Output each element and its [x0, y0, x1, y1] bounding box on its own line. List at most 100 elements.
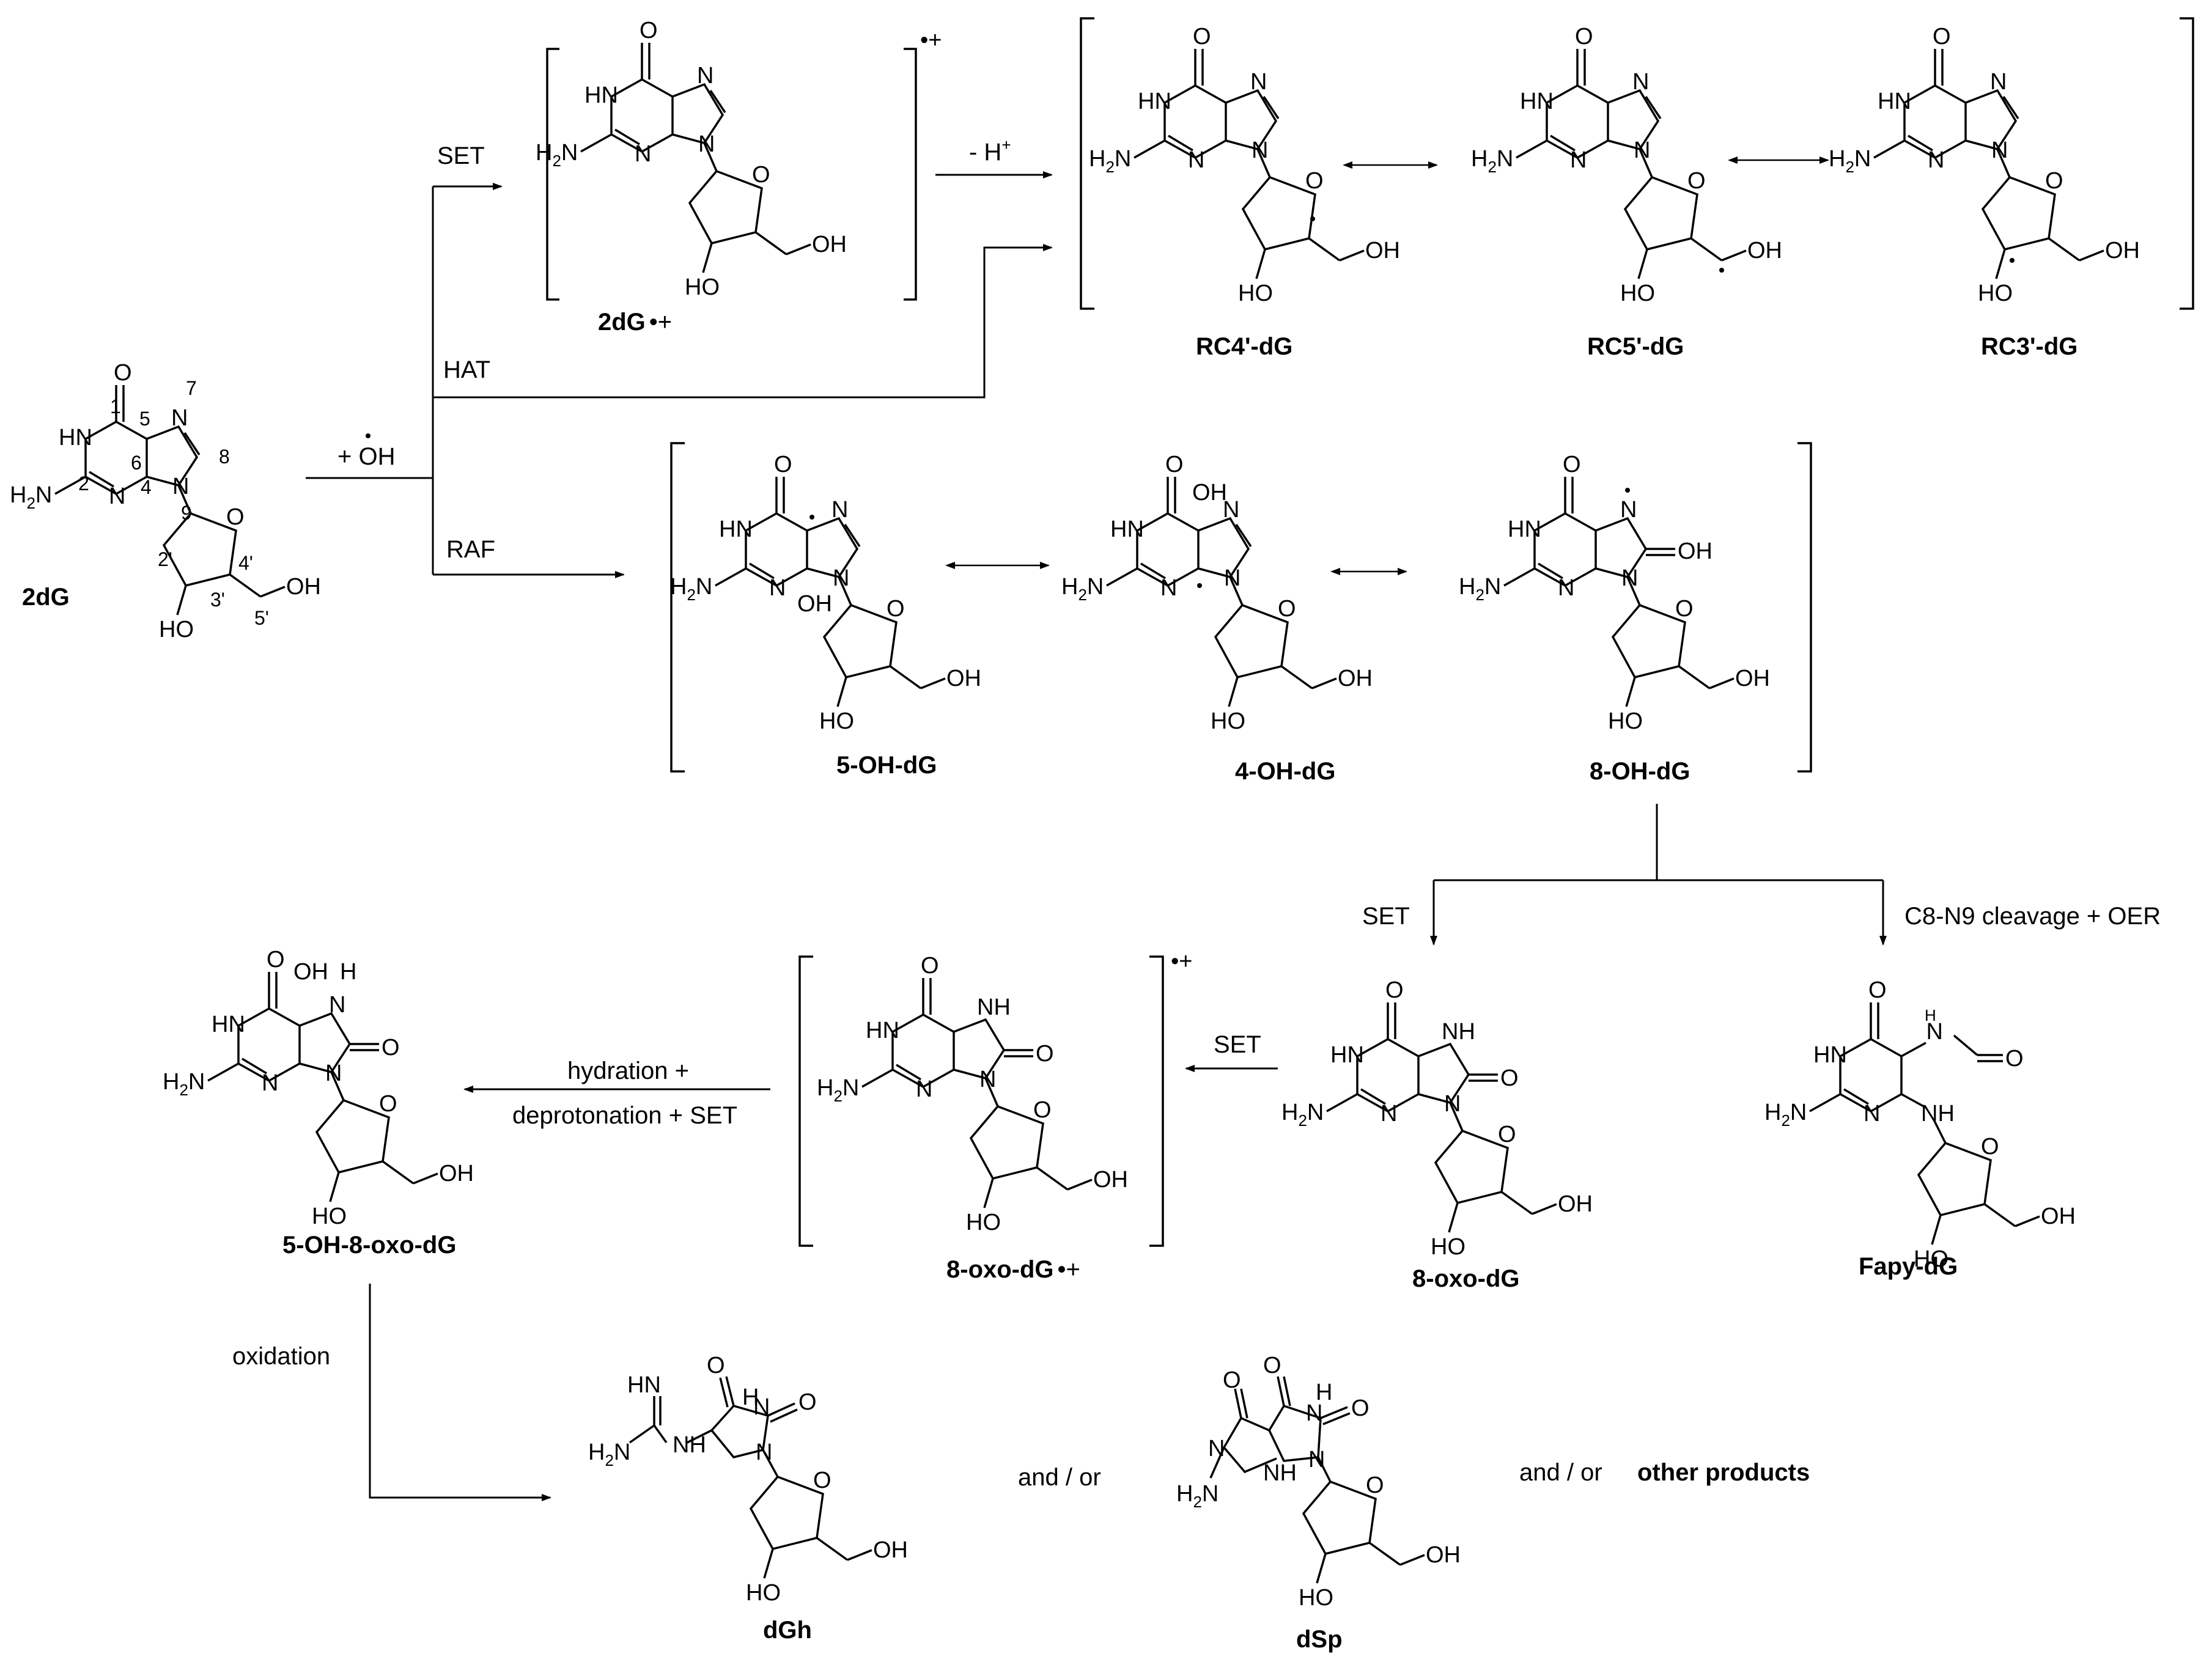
atom-n: N [1306, 1400, 1322, 1426]
atom-o-ring: O [1498, 1122, 1516, 1147]
atom-h2n: H2N [1459, 574, 1501, 604]
label-cleavage: C8-N9 cleavage + OER [1904, 903, 2161, 930]
atom-nh: NH [1263, 1460, 1297, 1486]
atom-o: O [1933, 24, 1951, 50]
atom-h2n: H2N [10, 482, 52, 512]
atom-n-ring: N [1308, 1447, 1325, 1473]
label-8-OH: 8-OH-dG [1590, 758, 1690, 785]
atom-n7: N [1223, 497, 1239, 523]
atom-oh: OH [1093, 1167, 1128, 1193]
atom-o: O [114, 360, 132, 386]
label-RC5: RC5'-dG [1587, 333, 1684, 360]
atom-n: N [1160, 575, 1177, 601]
atom-h2n: H2N [817, 1075, 859, 1105]
atom-ho: HO [966, 1210, 1001, 1235]
atom-hn: HN [866, 1018, 899, 1043]
atom-ho: HO [1978, 281, 2013, 306]
atom-ho: HO [685, 274, 720, 300]
atom-oh: OH [1747, 238, 1782, 263]
atom-o8: O [1036, 1041, 1054, 1067]
atom-hn: HN [1138, 89, 1171, 114]
atom-o-ring: O [813, 1468, 831, 1493]
arrows [306, 171, 1887, 1501]
atom-nh7: NH [977, 995, 1011, 1020]
atom-o-ring: O [1981, 1134, 1999, 1160]
bracket-left [670, 442, 685, 773]
atom-n: N [1558, 575, 1574, 601]
label-deprotonation-set: deprotonation + SET [512, 1102, 737, 1129]
atom-hn: HN [212, 1012, 245, 1037]
atom-o2: O [1351, 1395, 1370, 1421]
bracket-left [546, 48, 559, 301]
atom-ho: HO [1299, 1585, 1333, 1611]
atom-n7: N [171, 405, 188, 431]
atom-h2n: H2N [1061, 574, 1104, 604]
atom-ho: HO [1211, 708, 1245, 734]
atom-n-imid: N [1208, 1436, 1225, 1462]
atom-o-ring: O [887, 596, 905, 622]
radical-dot [2010, 258, 2015, 263]
atom-hn: HN [719, 517, 753, 542]
atom-o: O [1563, 452, 1581, 477]
atom-o-ring: O [379, 1091, 397, 1117]
bracket-left [1080, 17, 1094, 310]
atom-o8: O [382, 1035, 400, 1061]
label-and-or-1: and / or [1018, 1464, 1101, 1491]
atom-o: O [267, 947, 285, 973]
atom-hn: HN [1878, 89, 1911, 114]
charge-8-oxo: •+ [1171, 949, 1193, 974]
atom-n: N [1381, 1101, 1397, 1127]
atom-n7: N [1620, 497, 1637, 523]
atom-oh-5: OH [293, 959, 328, 985]
radical-dot [1625, 488, 1630, 493]
atom-o: O [774, 452, 792, 477]
label-and-or-2: and / or [1519, 1459, 1602, 1486]
num-8: 8 [219, 446, 230, 468]
molecule-4-OH-dG: O HN N N N H2N OH O OH HO [1061, 452, 1373, 734]
atom-o: O [1193, 24, 1211, 50]
atom-h2n: H2N [588, 1440, 630, 1469]
atom-oh-8: OH [1678, 539, 1712, 564]
label-hydration: hydration + [567, 1057, 689, 1084]
atom-hn: HN [1813, 1042, 1847, 1068]
atom-n9: N [1224, 565, 1241, 591]
atom-o-ring: O [2045, 168, 2063, 194]
num-9: 9 [181, 502, 192, 524]
atom-n9: N [1991, 138, 2008, 163]
atom-hn: HN [59, 425, 92, 450]
label-5-OH-8-oxo: 5-OH-8-oxo-dG [282, 1232, 456, 1259]
atom-h2n: H2N [536, 140, 578, 170]
atom-o-ring: O [226, 504, 245, 530]
atom-ho: HO [1238, 281, 1273, 306]
atom-o-ring: O [1033, 1097, 1052, 1123]
label-minus-h: - H+ [969, 136, 1011, 166]
molecule-8-OH-dG: O HN N N N H2N OH O OH HO [1459, 452, 1770, 734]
num-5p: 5' [254, 607, 269, 629]
charge-2dG: •+ [920, 28, 942, 53]
label-2dG-cation: 2dG•+ [598, 309, 672, 336]
atom-ho: HO [312, 1204, 347, 1229]
atom-ho: HO [1620, 281, 1655, 306]
molecule-5-OH-dG: O HN N N N H2N OH O OH HO [670, 452, 981, 734]
label-8-oxo-cation: 8-oxo-dG•+ [946, 1256, 1080, 1283]
atom-n9: N [1621, 565, 1638, 591]
atom-o: O [640, 18, 658, 43]
molecule-2dG-radical-cation: O HN N N N H2N O OH HO [536, 18, 847, 300]
molecule-RC4-dG: O HN N N N H2N O OH HO [1089, 24, 1400, 306]
atom-n9: N [1634, 138, 1650, 163]
atom-nh7: NH [1442, 1019, 1475, 1045]
molecule-dSp: O H N O N O N NH H2N O OH HO [1176, 1353, 1461, 1611]
atom-oh: OH [1365, 238, 1400, 263]
atom-h7: H [340, 959, 356, 985]
label-dSp: dSp [1296, 1626, 1343, 1653]
label-dGh: dGh [763, 1617, 812, 1644]
atom-n9: N [325, 1061, 342, 1086]
radical-dot [809, 515, 814, 520]
atom-oh: OH [439, 1161, 474, 1186]
label-fapy: Fapy-dG [1859, 1253, 1958, 1280]
molecule-RC3-dG: O HN N N N H2N O OH HO [1829, 24, 2140, 306]
atom-o: O [1575, 24, 1593, 50]
atom-o: O [1263, 1353, 1281, 1378]
radical-dot [1197, 583, 1202, 588]
atom-h2n: H2N [1471, 146, 1513, 176]
